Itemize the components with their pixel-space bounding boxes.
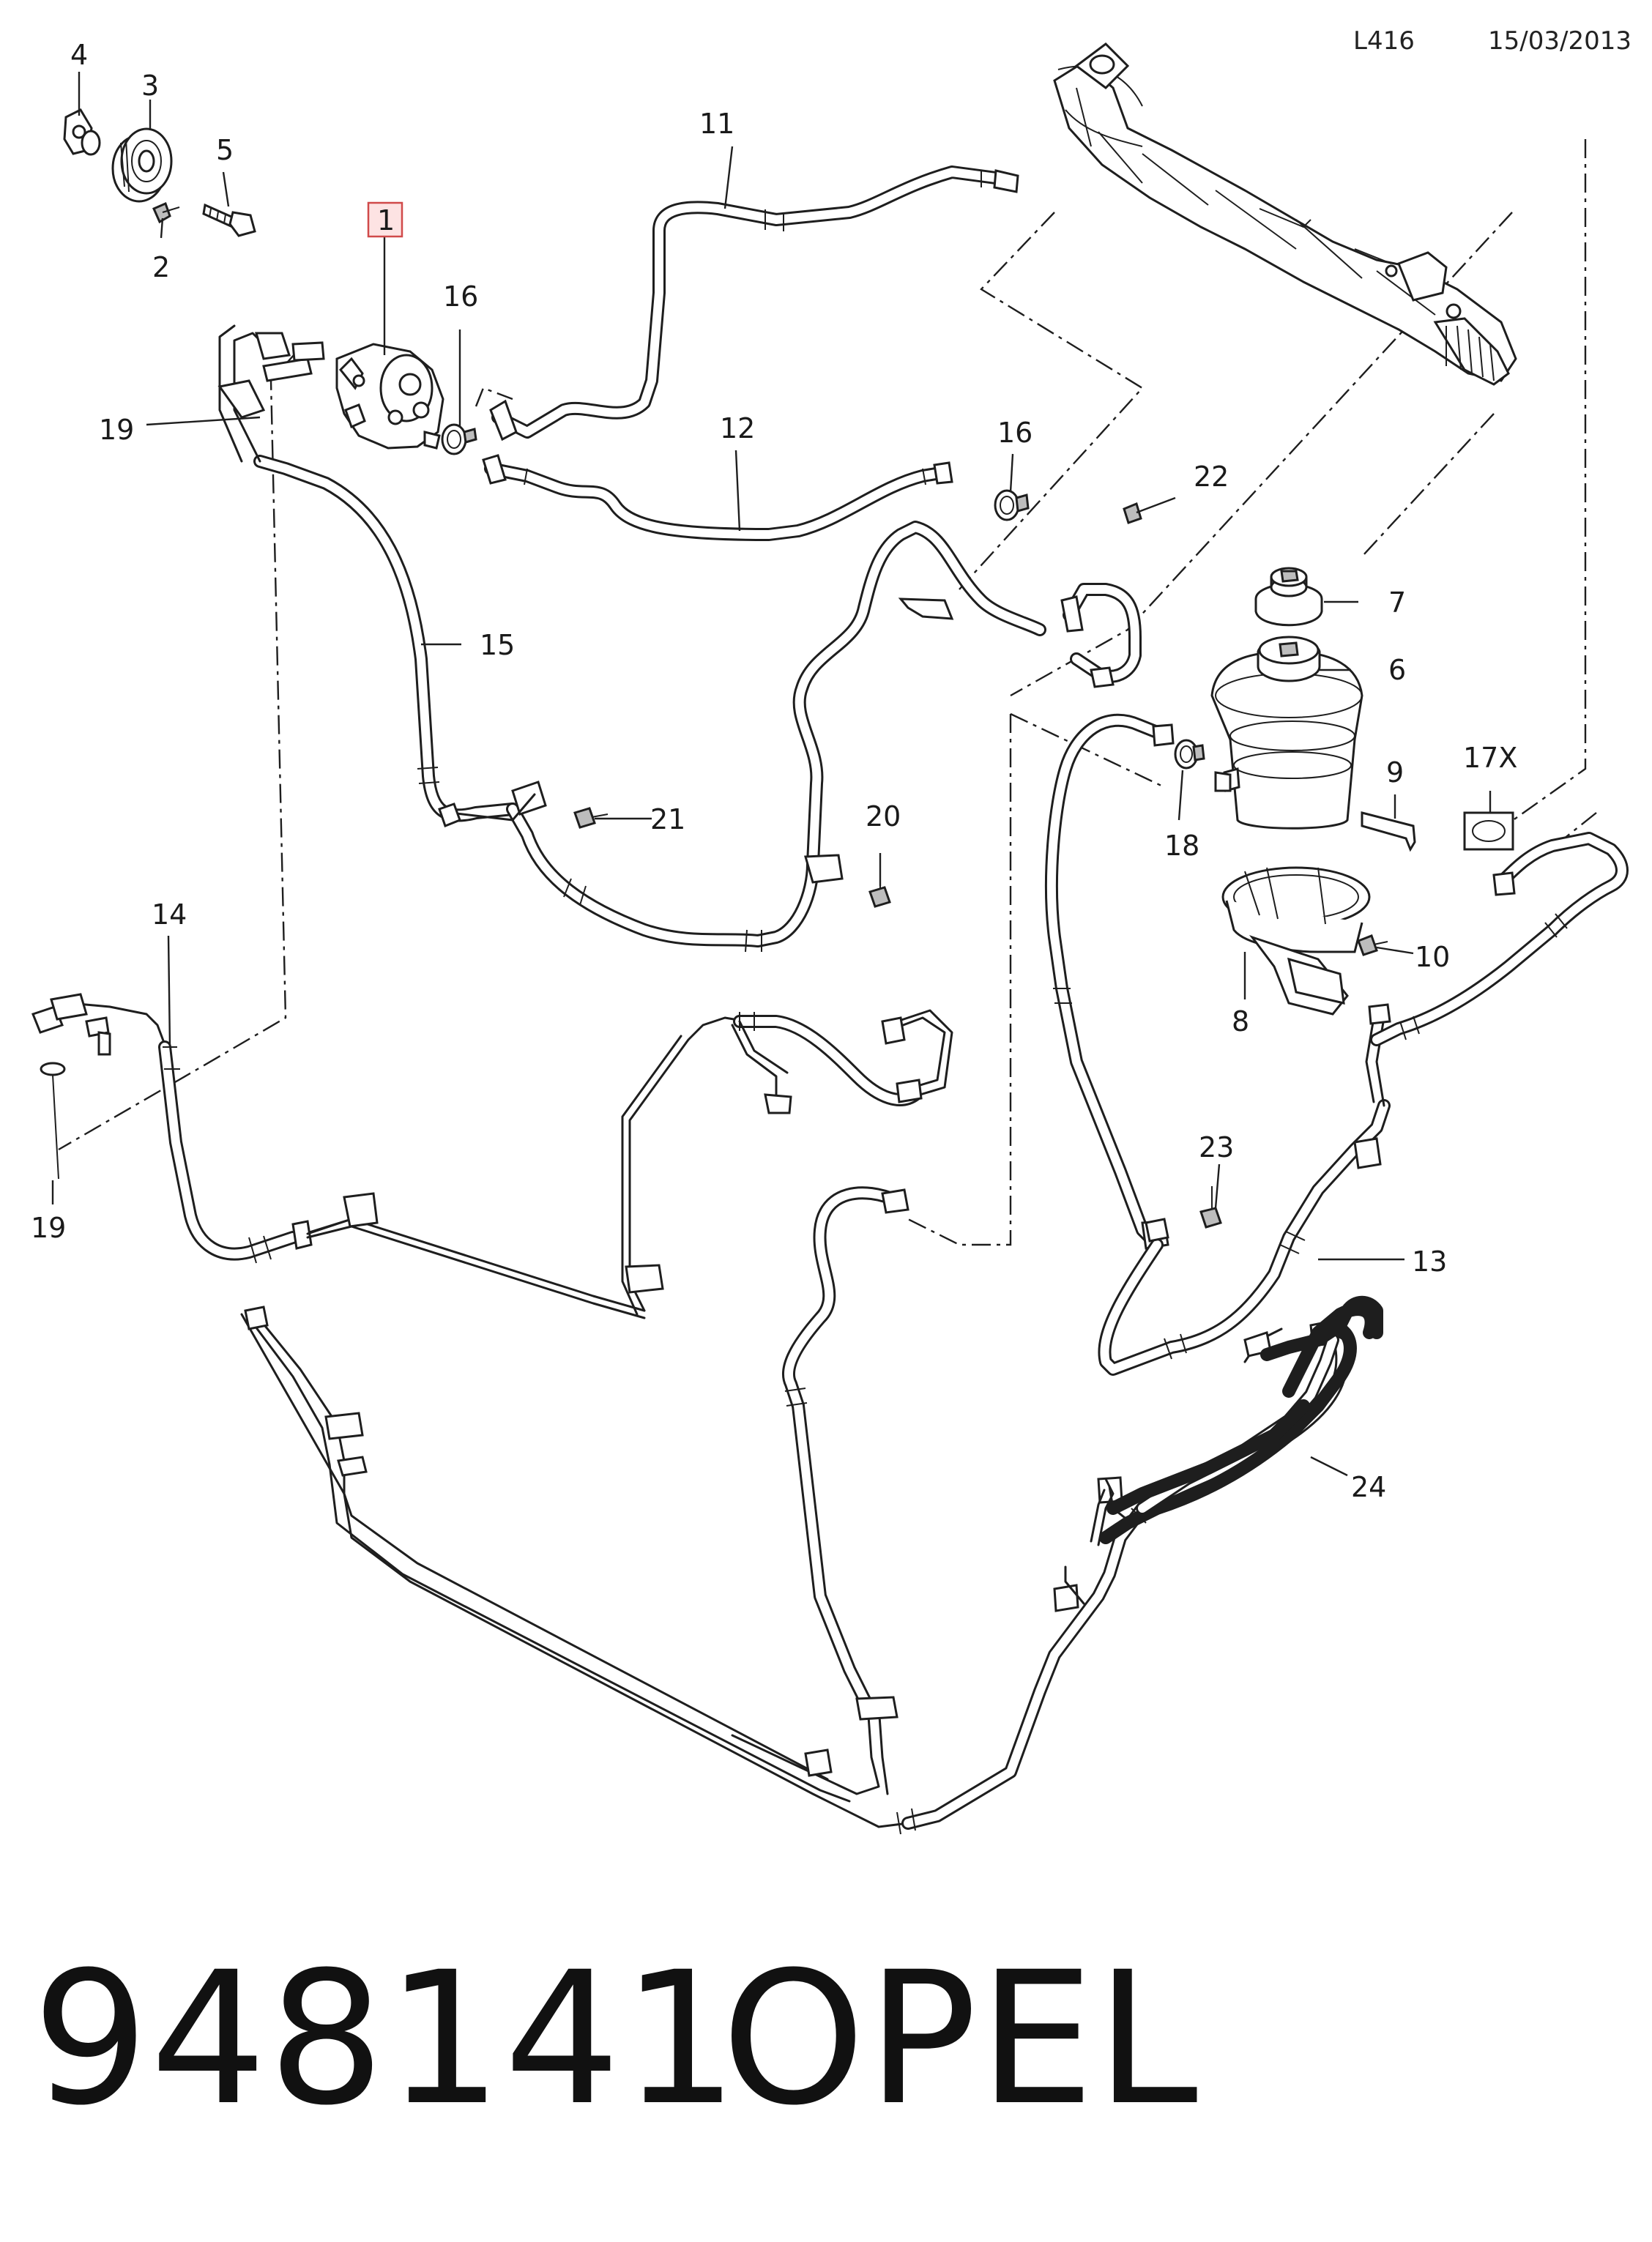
clamp-16-a <box>441 423 477 455</box>
callout-7: 7 <box>1388 586 1406 619</box>
callout-9: 9 <box>1386 756 1404 789</box>
bracket-21 <box>438 781 547 827</box>
clamp-16-b <box>994 489 1030 521</box>
callout-11: 11 <box>699 108 734 140</box>
reservoir-cap-7 <box>1254 567 1323 627</box>
diagram-code: L416 <box>1353 26 1415 56</box>
bolt-21 <box>573 807 609 829</box>
callout-1-highlight <box>367 201 403 238</box>
callout-24: 24 <box>1351 1471 1386 1503</box>
reservoir-upper-line <box>1060 583 1142 688</box>
middle-supply-line <box>621 1009 953 1316</box>
part-3-pulley <box>111 127 173 203</box>
bolt-22 <box>1123 502 1142 524</box>
hose-24-rear <box>1106 1399 1310 1515</box>
reservoir-6 <box>1210 636 1363 830</box>
brand-name: OPEL <box>721 1932 1199 2145</box>
callout-22: 22 <box>1194 461 1229 493</box>
diagram-date: 15/03/2013 <box>1488 26 1631 56</box>
leader-lines <box>51 72 1492 1477</box>
callout-10: 10 <box>1415 941 1450 973</box>
callout-4: 4 <box>70 39 88 71</box>
part-4-bracket <box>63 108 101 156</box>
hose-13 <box>1045 713 1629 1376</box>
callout-23: 23 <box>1199 1131 1234 1163</box>
clamp-18 <box>1174 739 1205 770</box>
steering-rack-assembly <box>1053 42 1517 386</box>
return-line-main <box>506 521 1046 953</box>
callout-18: 18 <box>1164 830 1199 862</box>
callout-labels: 1 2 3 4 5 6 7 8 9 10 11 12 13 14 15 16 1… <box>31 39 1517 1503</box>
hose-14 <box>31 993 646 1319</box>
callout-14: 14 <box>152 898 187 931</box>
strap-9 <box>1361 811 1416 852</box>
callout-3: 3 <box>141 70 159 102</box>
pin-19 <box>40 1062 66 1180</box>
callout-20: 20 <box>866 800 901 833</box>
callout-16-pump: 16 <box>443 280 478 313</box>
callout-19-bottom: 19 <box>31 1212 66 1244</box>
hose-12 <box>482 454 953 541</box>
bracket-23 <box>1145 1186 1222 1243</box>
bolt-10 <box>1357 934 1388 956</box>
dashed-connection-lines <box>58 139 1597 1246</box>
part-number: 948141 <box>32 1932 740 2145</box>
callout-6: 6 <box>1388 654 1406 686</box>
callout-21: 21 <box>650 803 685 835</box>
callout-8: 8 <box>1232 1005 1249 1038</box>
reservoir-bracket-8 <box>1221 866 1371 1016</box>
hose-24 <box>1090 1295 1383 1546</box>
callout-5: 5 <box>216 134 234 166</box>
callout-15: 15 <box>480 629 515 661</box>
callout-13: 13 <box>1412 1245 1447 1278</box>
callout-1: 1 <box>377 204 395 237</box>
callout-17x: 17X <box>1463 742 1517 774</box>
gasket-17x <box>1463 811 1514 851</box>
hose-11 <box>489 165 1019 442</box>
lower-feed-lines <box>240 1186 1349 1835</box>
callout-12: 12 <box>720 412 755 444</box>
callout-16-line: 16 <box>997 417 1032 449</box>
callout-19-top: 19 <box>99 414 134 446</box>
part-5-bolt <box>202 203 256 237</box>
callout-2: 2 <box>152 251 170 283</box>
part-2-screw <box>152 201 180 224</box>
power-steering-pump <box>335 343 444 450</box>
